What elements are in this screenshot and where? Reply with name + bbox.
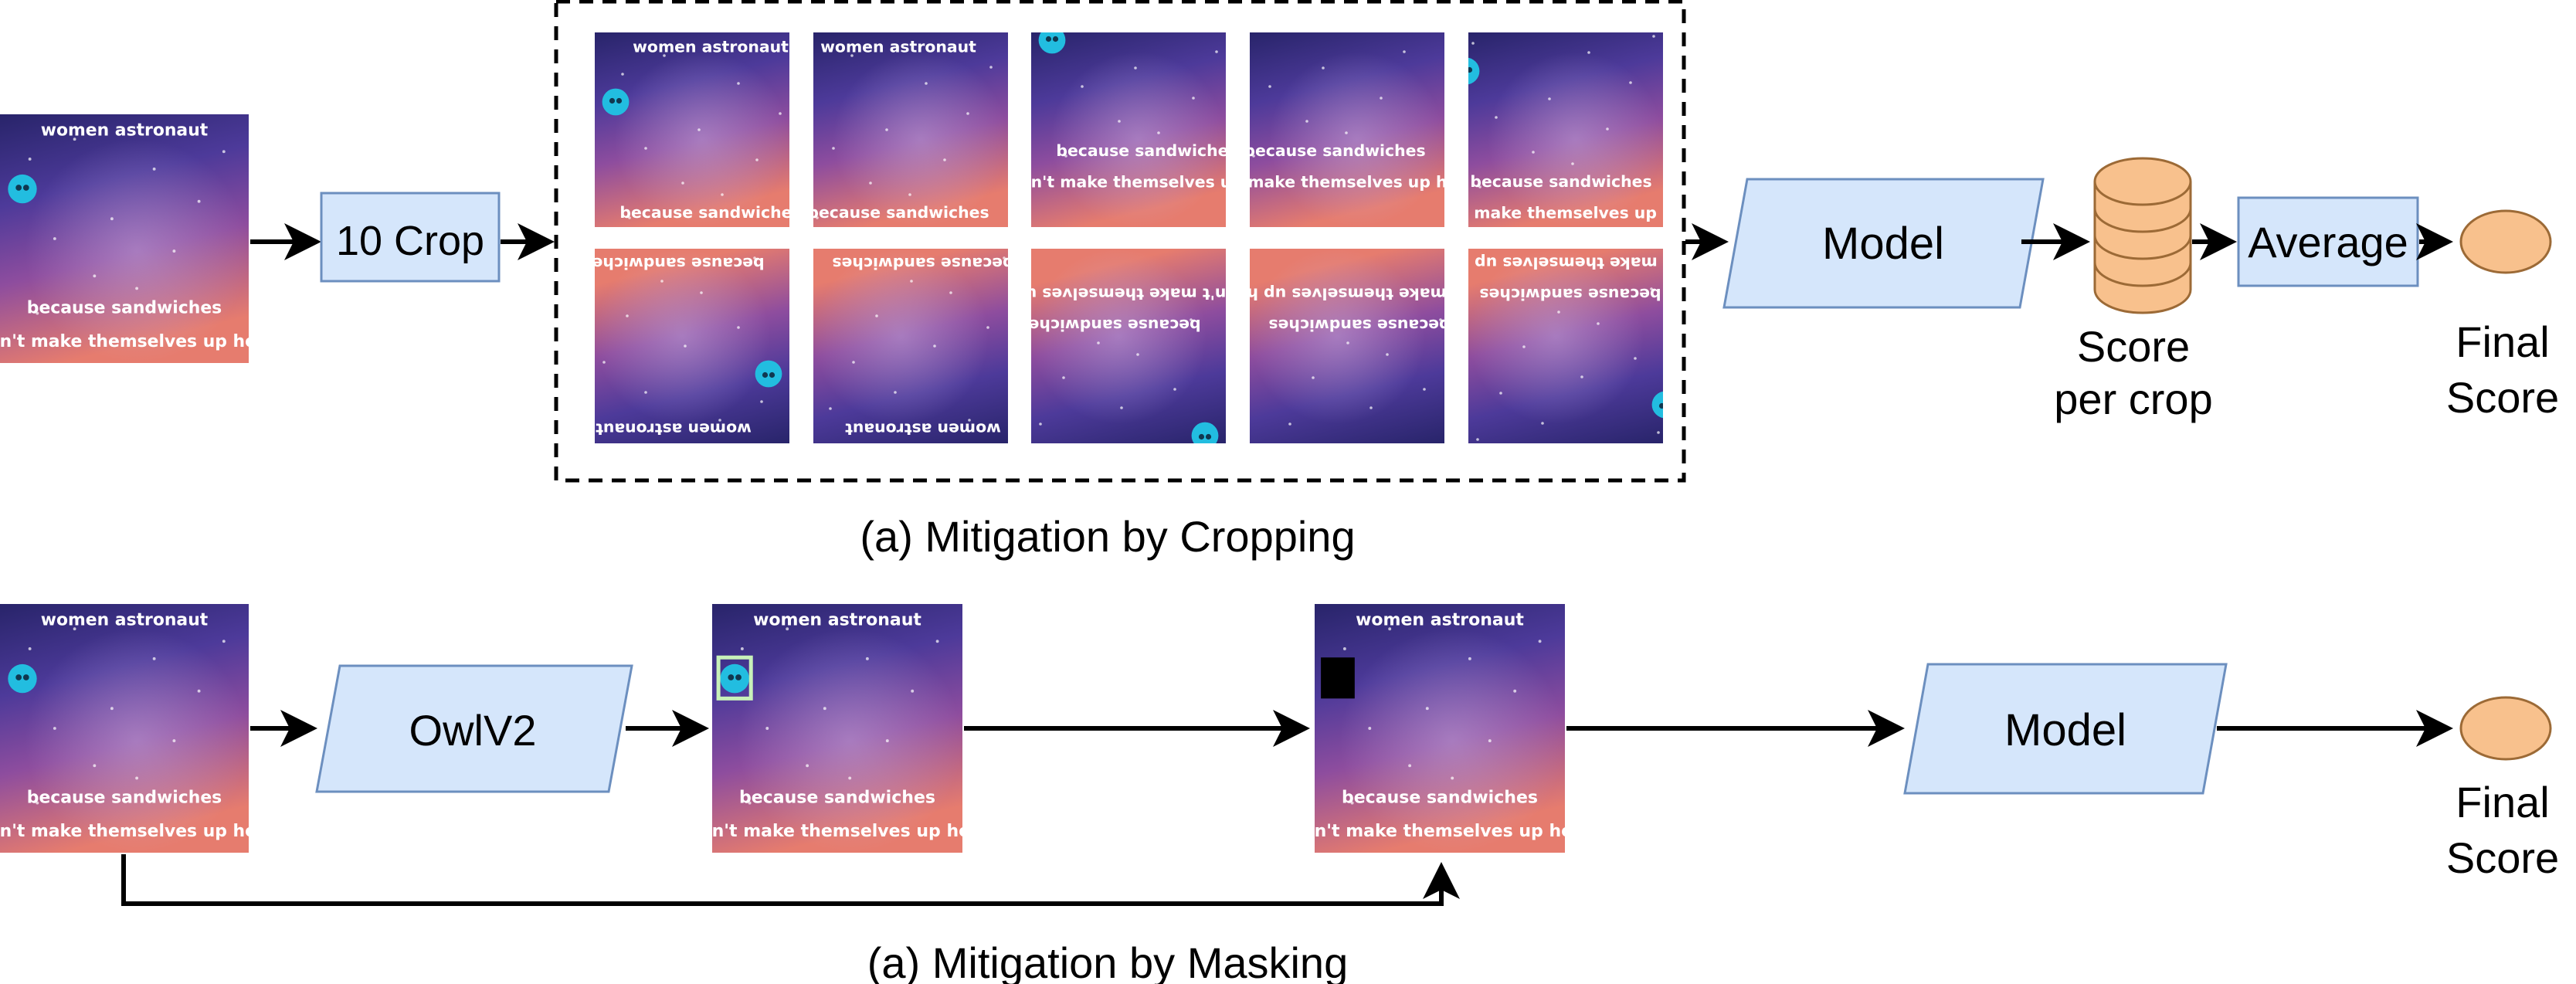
meme-top-caption: women astronaut (1483, 7, 1639, 25)
meme-bottom-caption-line2: won't make themselves up here (0, 822, 277, 841)
meme-bottom-caption-line2: won't make themselves up here (1420, 204, 1703, 222)
meme-bottom-caption-line2: won't make themselves up here (1218, 285, 1502, 304)
meme-bottom-caption-line2: won't make themselves up here (1287, 822, 1593, 841)
meme-top-caption: women astronaut (1356, 610, 1524, 629)
meme-top-caption: women astronaut (845, 420, 1001, 439)
model-box-bottom (1903, 663, 2228, 795)
average-label: Average (2248, 218, 2408, 266)
caption-cropping: (a) Mitigation by Cropping (860, 512, 1355, 561)
detection-bbox (716, 655, 753, 701)
meme-top-caption: women astronaut (41, 610, 208, 629)
meme-bottom-caption-line1: because sandwiches (1244, 141, 1425, 160)
meme-bottom-caption-line2: won't make themselves up here (1193, 173, 1477, 192)
meme-top-caption: women astronaut (633, 38, 789, 56)
meme-bottom-caption-line1: because sandwiches (1470, 172, 1651, 191)
meme-top-caption: women astronaut (1281, 482, 1437, 500)
owlv2-label: OwlV2 (409, 706, 537, 755)
meme-image-masked: women astronaut because sandwiches won't m… (1287, 604, 1593, 853)
user-avatar-icon (1038, 32, 1066, 54)
caption-masking: (a) Mitigation by Masking (867, 938, 1348, 984)
meme-top-caption: women astronaut (596, 420, 752, 439)
meme-top-caption: women astronaut (1032, 482, 1188, 500)
meme-bottom-caption-line2: won't make themselves up here (1006, 173, 1289, 192)
meme-bottom-caption-line1: because sandwiches (1479, 285, 1661, 304)
crop-image-9: women astronaut because sandwiches won't m… (1218, 249, 1502, 500)
meme-top-caption: women astronaut (753, 610, 921, 629)
user-avatar-icon (1191, 422, 1219, 443)
meme-image-original-top: women astronaut because sandwiches won't m… (0, 114, 277, 363)
meme-bottom-caption-line1: because sandwiches (27, 299, 222, 318)
meme-top-caption: women astronaut (1492, 451, 1648, 470)
meme-bottom-caption-line1: because sandwiches (619, 203, 801, 222)
crop-image-10: women astronaut because sandwiches won't m… (1429, 249, 1712, 470)
crop-label: 10 Crop (336, 218, 484, 264)
meme-bottom-caption-line2: won't make themselves up here (969, 285, 1252, 304)
meme-bottom-caption-line2: won't make themselves up here (1429, 254, 1712, 273)
final-score-node-top (2459, 209, 2552, 274)
crop-image-5: women astronaut because sandwiches won't m… (1420, 7, 1703, 227)
meme-bottom-caption-line2: won't make themselves up here (684, 822, 990, 841)
meme-bottom-caption-line1: because sandwiches (27, 789, 222, 808)
crop-image-8: women astronaut because sandwiches won't m… (969, 249, 1252, 500)
user-avatar-icon (755, 360, 782, 388)
meme-bottom-caption-line1: because sandwiches (582, 254, 764, 273)
model-label-top: Model (1822, 219, 1944, 269)
user-avatar-icon (8, 174, 37, 204)
meme-bottom-caption-line1: because sandwiches (1342, 789, 1538, 808)
database-stack-icon (2093, 157, 2192, 314)
meme-top-caption: women astronaut (820, 38, 976, 56)
mask-patch (1321, 657, 1355, 699)
meme-top-caption: women astronaut (41, 120, 208, 140)
meme-bottom-caption-line1: because sandwiches (1268, 316, 1450, 334)
crop-box (320, 192, 501, 283)
user-avatar-icon (602, 88, 630, 116)
meme-bottom-caption-line1: because sandwiches (832, 254, 1013, 273)
meme-bottom-caption-line1: because sandwiches (739, 789, 935, 808)
model-box-top (1722, 178, 2045, 309)
skip-connection-arrow (121, 854, 1460, 906)
meme-bottom-caption-line1: because sandwiches (1019, 316, 1200, 334)
meme-bottom-caption-line1: because sandwiches (1056, 141, 1237, 160)
user-avatar-icon (1468, 57, 1480, 85)
model-label-bottom: Model (2004, 705, 2126, 755)
crops-group-border (554, 0, 1686, 483)
user-avatar-icon (720, 663, 749, 694)
meme-bottom-caption-line2: won't make themselves up here (0, 332, 277, 351)
owlv2-box (315, 664, 633, 793)
meme-image-original-bottom: women astronaut because sandwiches won't m… (0, 604, 277, 853)
meme-image-detected: women astronaut because sandwiches won't m… (684, 604, 990, 853)
user-avatar-icon (8, 663, 37, 694)
average-box (2237, 196, 2419, 287)
meme-bottom-caption-line1: because sandwiches (807, 203, 989, 222)
user-avatar-icon (1651, 391, 1663, 419)
final-score-node-bottom (2459, 696, 2552, 761)
